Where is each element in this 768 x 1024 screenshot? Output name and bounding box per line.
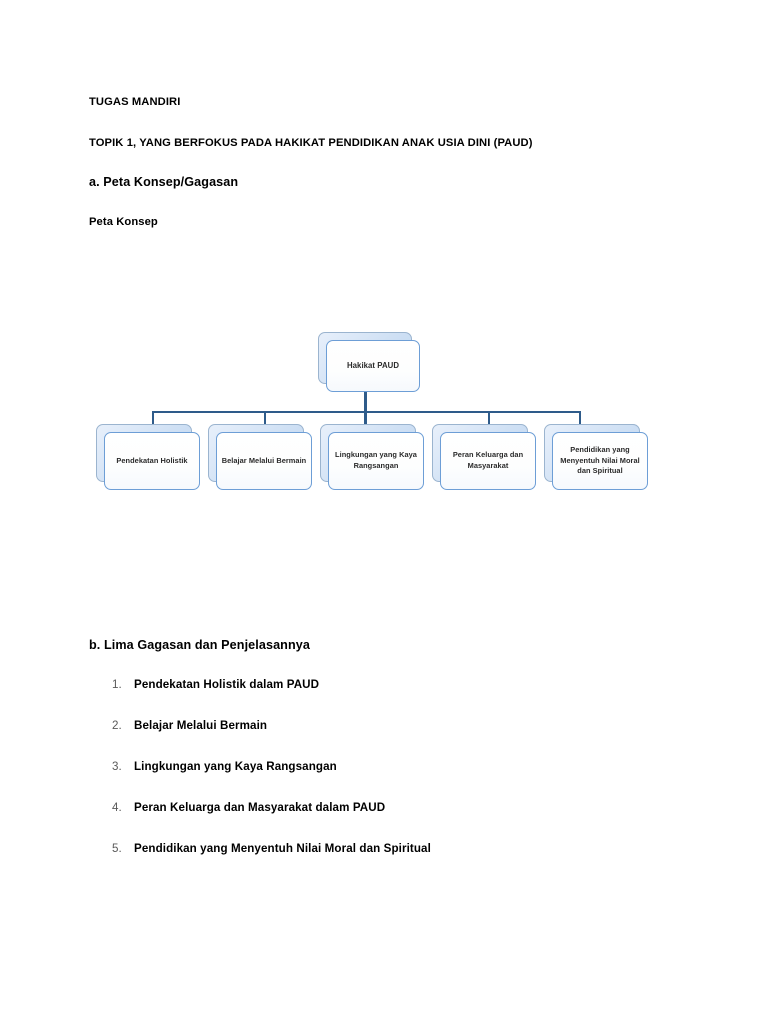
list-item-label: Pendidikan yang Menyentuh Nilai Moral da… <box>134 842 431 855</box>
node-front-layer: Lingkungan yang Kaya Rangsangan <box>328 432 424 490</box>
node-front-layer: Belajar Melalui Bermain <box>216 432 312 490</box>
list-item: 4. Peran Keluarga dan Masyarakat dalam P… <box>112 801 385 814</box>
concept-node-label: Belajar Melalui Bermain <box>221 455 307 465</box>
list-item-number: 1. <box>112 678 122 691</box>
node-front-layer: Hakikat PAUD <box>326 340 420 392</box>
node-front-layer: Peran Keluarga dan Masyarakat <box>440 432 536 490</box>
list-item-label: Lingkungan yang Kaya Rangsangan <box>134 760 337 773</box>
list-item-label: Peran Keluarga dan Masyarakat dalam PAUD <box>134 801 386 814</box>
list-item: 1. Pendekatan Holistik dalam PAUD <box>112 678 319 691</box>
section-b-heading: b. Lima Gagasan dan Penjelasannya <box>89 638 310 652</box>
connector-drop-2 <box>264 411 267 433</box>
list-item-label: Pendekatan Holistik dalam PAUD <box>134 678 320 691</box>
list-item: 5. Pendidikan yang Menyentuh Nilai Moral… <box>112 842 431 855</box>
peta-konsep-label: Peta Konsep <box>89 216 158 228</box>
document-title: TUGAS MANDIRI <box>89 96 181 108</box>
concept-node-belajar-melalui-bermain[interactable]: Belajar Melalui Bermain <box>208 424 312 490</box>
connector-drop-4 <box>488 411 491 433</box>
list-item-number: 3. <box>112 760 122 773</box>
node-front-layer: Pendekatan Holistik <box>104 432 200 490</box>
concept-node-label: Pendidikan yang Menyentuh Nilai Moral da… <box>560 444 640 476</box>
connector-drop-3 <box>364 411 367 433</box>
concept-node-root-label: Hakikat PAUD <box>346 361 400 371</box>
list-item: 2. Belajar Melalui Bermain <box>112 719 267 732</box>
concept-node-lingkungan-kaya-rangsangan[interactable]: Lingkungan yang Kaya Rangsangan <box>320 424 424 490</box>
concept-node-pendekatan-holistik[interactable]: Pendekatan Holistik <box>96 424 200 490</box>
concept-node-peran-keluarga-masyarakat[interactable]: Peran Keluarga dan Masyarakat <box>432 424 536 490</box>
connector-drop-5 <box>579 411 582 433</box>
concept-node-root[interactable]: Hakikat PAUD <box>318 332 420 392</box>
section-a-heading: a. Peta Konsep/Gagasan <box>89 175 239 189</box>
concept-node-label: Peran Keluarga dan Masyarakat <box>452 450 524 470</box>
list-item-number: 2. <box>112 719 122 732</box>
list-item-number: 5. <box>112 842 122 855</box>
concept-node-nilai-moral-spiritual[interactable]: Pendidikan yang Menyentuh Nilai Moral da… <box>544 424 648 490</box>
list-item: 3. Lingkungan yang Kaya Rangsangan <box>112 760 337 773</box>
list-item-label: Belajar Melalui Bermain <box>134 719 268 732</box>
connector-drop-1 <box>152 411 155 433</box>
concept-node-label: Lingkungan yang Kaya Rangsangan <box>335 450 417 470</box>
topic-heading: TOPIK 1, YANG BERFOKUS PADA HAKIKAT PEND… <box>89 137 533 149</box>
list-item-number: 4. <box>112 801 122 814</box>
connector-root-stem <box>364 392 367 424</box>
concept-node-label: Pendekatan Holistik <box>116 455 188 465</box>
node-front-layer: Pendidikan yang Menyentuh Nilai Moral da… <box>552 432 648 490</box>
